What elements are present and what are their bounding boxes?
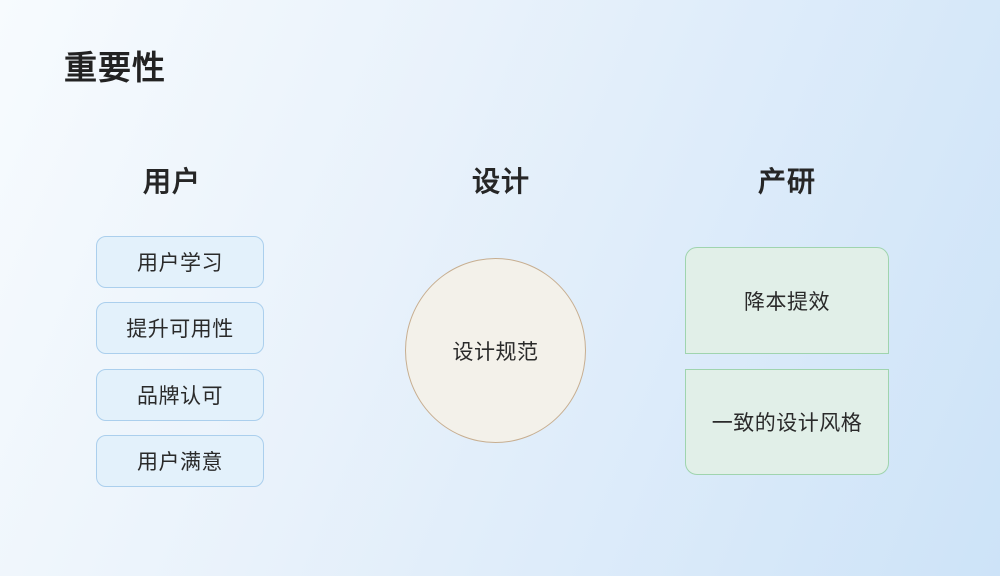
rd-box-label: 一致的设计风格 — [711, 412, 863, 435]
user-box-learning: 用户学习 — [96, 236, 264, 288]
user-box-usability: 提升可用性 — [96, 302, 264, 354]
column-header-rd: 产研 — [757, 166, 816, 197]
rd-box-consistent-style: 一致的设计风格 — [685, 369, 889, 475]
user-box-label: 用户学习 — [137, 252, 223, 275]
column-header-user: 用户 — [142, 166, 201, 197]
design-spec-circle: 设计规范 — [405, 258, 586, 443]
rd-box-label: 降本提效 — [744, 290, 830, 314]
user-box-satisfaction: 用户满意 — [96, 435, 264, 487]
design-circle-label: 设计规范 — [452, 340, 539, 364]
user-box-label: 提升可用性 — [126, 318, 234, 341]
user-box-label: 用户满意 — [137, 451, 223, 474]
column-header-design: 设计 — [471, 166, 530, 197]
user-box-label: 品牌认可 — [137, 385, 223, 408]
slide-title: 重要性 — [64, 49, 166, 86]
user-box-brand: 品牌认可 — [96, 369, 264, 421]
rd-box-efficiency: 降本提效 — [685, 247, 889, 354]
